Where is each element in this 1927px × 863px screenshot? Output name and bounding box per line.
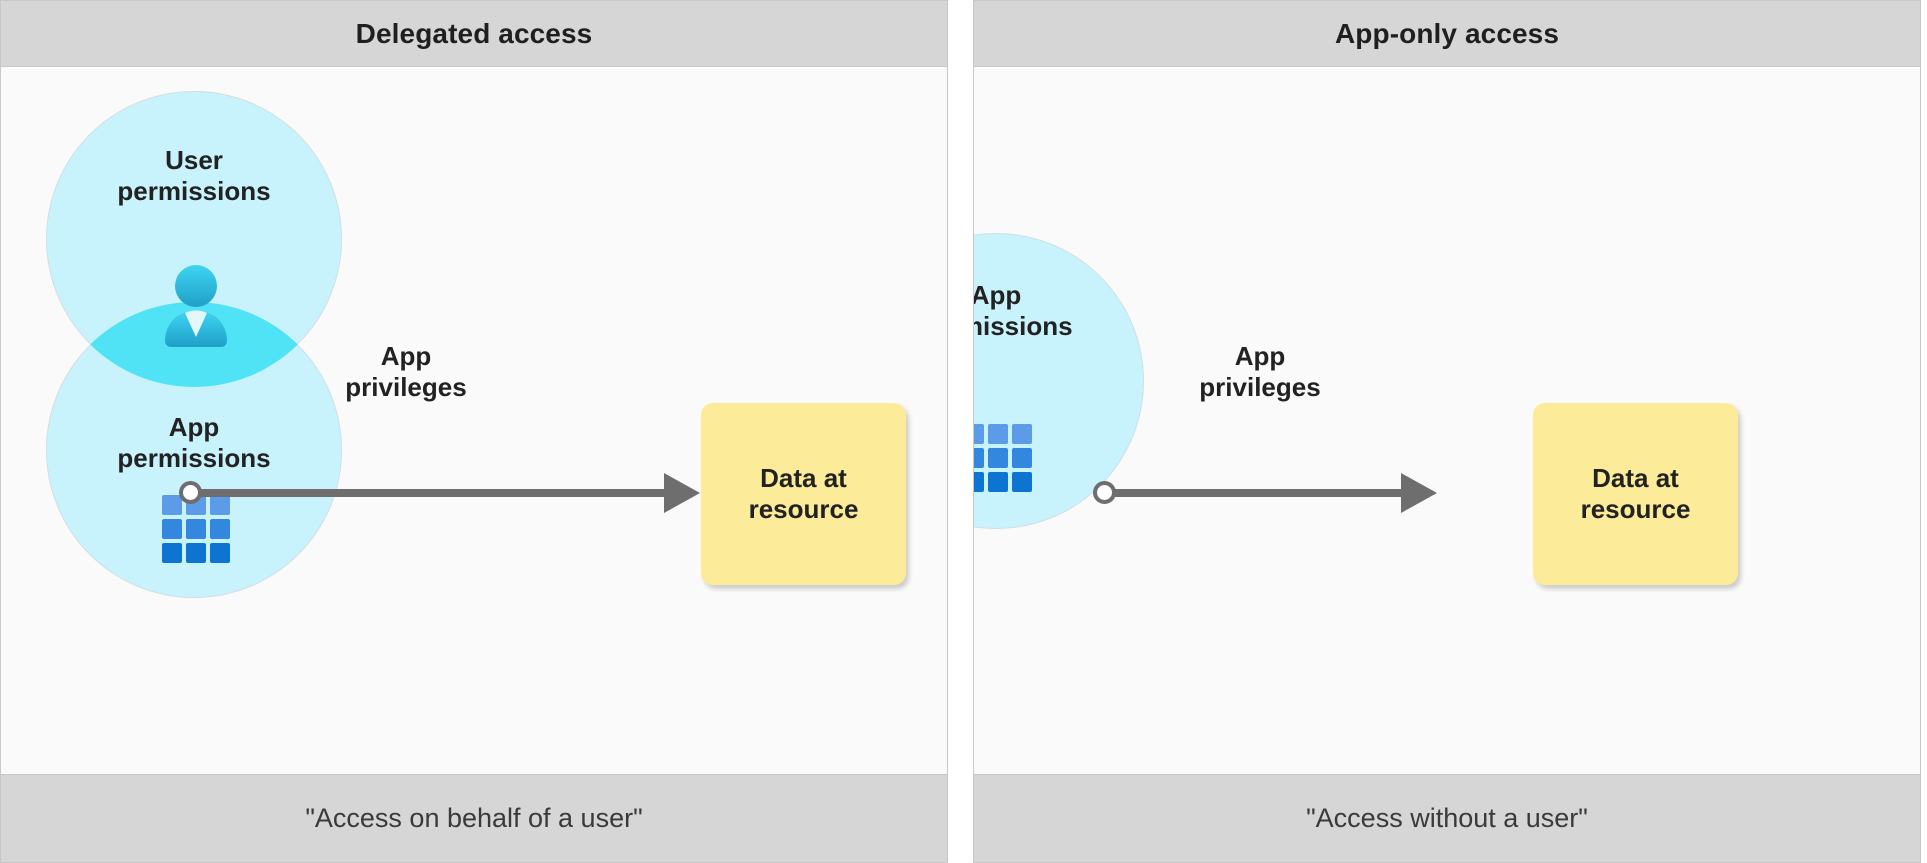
panel-footer-delegated: "Access on behalf of a user"	[1, 774, 947, 862]
resource-box-app-only: Data at resource	[1533, 403, 1738, 585]
resource-label-delegated: Data at resource	[748, 462, 859, 524]
resource-box-delegated: Data at resource	[701, 403, 906, 585]
resource-label-app-only: Data at resource	[1580, 462, 1691, 524]
label-app-permissions-right: App permissions	[974, 280, 1073, 341]
arrow-head-icon	[664, 473, 700, 513]
label-app-privileges-right: App privileges	[1199, 341, 1321, 402]
person-icon	[161, 265, 231, 352]
app-grid-icon-right	[974, 424, 1032, 492]
panel-footer-app-only: "Access without a user"	[974, 774, 1920, 862]
panel-app-only-access: App-only access App permissions App priv…	[973, 0, 1921, 863]
panel-body-delegated: User permissions App permissions	[1, 67, 947, 774]
label-app-permissions-left: App permissions	[117, 412, 271, 473]
arrow-head-icon	[1401, 473, 1437, 513]
panel-header-app-only: App-only access	[974, 1, 1920, 67]
panel-caption-delegated: "Access on behalf of a user"	[305, 803, 643, 833]
connector-dot	[1093, 481, 1116, 504]
panel-title-app-only: App-only access	[1334, 17, 1560, 49]
panel-title-delegated: Delegated access	[355, 17, 593, 49]
panel-caption-app-only: "Access without a user"	[1306, 803, 1588, 833]
arrow-line	[193, 489, 670, 497]
label-user-permissions: User permissions	[117, 145, 271, 206]
app-grid-icon-left	[162, 495, 230, 563]
connector-dot	[179, 481, 202, 504]
panel-delegated-access: Delegated access User permissions App pe…	[0, 0, 948, 863]
panel-gutter	[948, 0, 973, 863]
label-app-privileges-left: App privileges	[345, 341, 467, 402]
panel-header-delegated: Delegated access	[1, 1, 947, 67]
arrow-line	[1107, 489, 1407, 497]
panel-body-app-only: App permissions App privileges Data at r…	[974, 67, 1920, 774]
